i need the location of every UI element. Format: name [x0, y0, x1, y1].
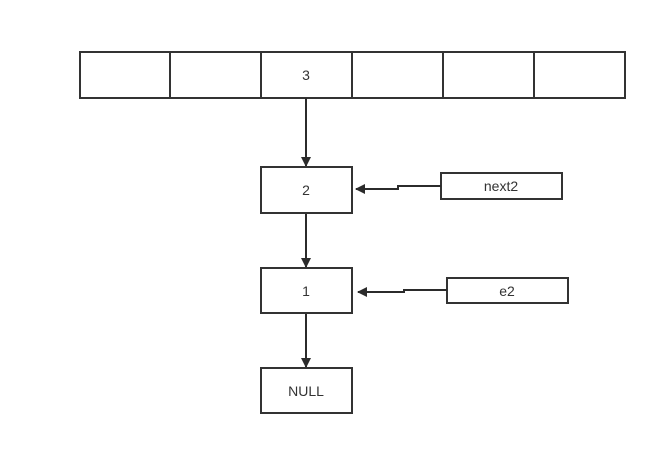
node-1-box [260, 267, 353, 314]
next2-box [440, 172, 563, 200]
bucket-2-label: 3 [302, 67, 310, 83]
null-node-box [260, 367, 353, 414]
chain-node-1: 1 [260, 267, 353, 314]
bucket-1 [169, 51, 262, 99]
chain-node-2: 2 [260, 166, 353, 214]
next2-label: next2 [484, 178, 518, 194]
bucket-5 [533, 51, 626, 99]
null-node: NULL [260, 367, 353, 414]
bucket-3 [351, 51, 444, 99]
bucket-4 [442, 51, 535, 99]
bucket-2 [260, 51, 353, 99]
arrow-next2-to-node-2 [355, 184, 441, 194]
pointer-e2: e2 [357, 277, 569, 304]
null-node-label: NULL [288, 383, 324, 399]
bucket-0 [79, 51, 171, 99]
node-1-label: 1 [302, 283, 310, 299]
pointer-next2: next2 [355, 172, 563, 200]
node-2-box [260, 166, 353, 214]
arrow-e2-to-node-1 [357, 287, 447, 297]
hash-table-row: 3 [79, 51, 626, 99]
node-2-label: 2 [302, 182, 310, 198]
e2-box [446, 277, 569, 304]
e2-label: e2 [499, 283, 515, 299]
